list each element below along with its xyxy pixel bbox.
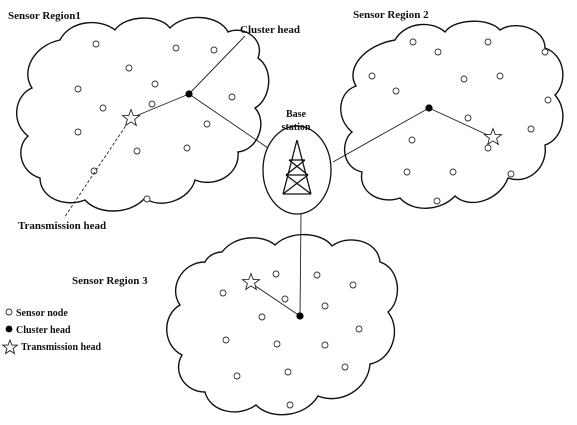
- cluster-head-callout: Cluster head: [240, 24, 300, 36]
- sensor-node: [286, 401, 294, 409]
- sensor-node: [464, 114, 472, 122]
- tower-icon: [282, 139, 312, 195]
- sensor-node: [143, 195, 151, 203]
- sensor-node: [484, 144, 492, 152]
- sensor-node: [133, 147, 141, 155]
- sensor-node: [313, 271, 321, 279]
- legend-sensor-node-icon: [5, 308, 13, 316]
- sensor-node: [219, 289, 227, 297]
- sensor-node: [321, 302, 329, 310]
- cluster-head-node: [296, 312, 304, 320]
- cluster-head-node: [425, 104, 433, 112]
- sensor-node: [349, 281, 357, 289]
- link-transmission-to-cluster: [250, 282, 301, 317]
- sensor-node: [541, 48, 549, 56]
- sensor-node: [99, 104, 107, 112]
- transmission-head-star: [241, 272, 261, 291]
- sensor-node: [403, 168, 411, 176]
- link-cluster-to-base: [299, 213, 302, 317]
- base-station-label-line1: Base: [286, 109, 307, 120]
- base-station-label-line2: station: [282, 122, 311, 133]
- region-1-cloud: [15, 16, 270, 212]
- sensor-region-3: [166, 213, 399, 416]
- link-transmission-to-cluster: [130, 93, 190, 119]
- transmission-head-callout: Transmission head: [18, 220, 106, 232]
- legend-cluster-head-icon: [5, 325, 13, 333]
- sensor-node: [527, 125, 535, 133]
- sensor-node: [409, 38, 417, 46]
- sensor-node: [408, 136, 416, 144]
- sensor-node: [74, 85, 82, 93]
- cluster-head-node: [185, 90, 193, 98]
- region-2-cloud: [340, 20, 564, 209]
- sensor-node: [92, 40, 100, 48]
- base-station-ring: [262, 125, 332, 215]
- region-2-label: Sensor Region 2: [353, 9, 429, 21]
- sensor-node: [233, 372, 241, 380]
- region-3-label: Sensor Region 3: [72, 275, 148, 287]
- sensor-node: [203, 120, 211, 128]
- sensor-node: [507, 170, 515, 178]
- sensor-node: [496, 72, 504, 80]
- sensor-node: [172, 44, 180, 52]
- legend-sensor-node-label: Sensor node: [16, 308, 68, 319]
- sensor-node: [222, 336, 230, 344]
- sensor-node: [341, 363, 349, 371]
- sensor-node: [392, 87, 400, 95]
- sensor-node: [284, 368, 292, 376]
- sensor-node: [281, 295, 289, 303]
- sensor-region-1: [15, 16, 270, 219]
- link-transmission-callout: [63, 117, 132, 219]
- sensor-node: [74, 128, 82, 136]
- sensor-node: [368, 72, 376, 80]
- sensor-node: [272, 270, 280, 278]
- sensor-node: [183, 144, 191, 152]
- sensor-node: [125, 64, 133, 72]
- sensor-node: [148, 100, 156, 108]
- sensor-node: [355, 325, 363, 333]
- sensor-region-2: [332, 20, 564, 209]
- sensor-node: [460, 75, 468, 83]
- sensor-node: [258, 313, 266, 321]
- legend-transmission-head-icon: [1, 338, 19, 355]
- link-transmission-to-cluster: [428, 107, 493, 138]
- sensor-node: [273, 340, 281, 348]
- sensor-node: [228, 93, 236, 101]
- sensor-node: [449, 168, 457, 176]
- legend-cluster-head-label: Cluster head: [16, 325, 71, 336]
- link-cluster-to-base: [188, 93, 269, 149]
- legend-transmission-head-label: Transmission head: [21, 342, 102, 353]
- link-cluster-to-base: [332, 107, 430, 163]
- base-station: Base station: [262, 109, 332, 215]
- transmission-head-star: [121, 108, 141, 127]
- sensor-node: [210, 46, 218, 54]
- region-1-label: Sensor Region1: [8, 10, 81, 22]
- sensor-node: [434, 48, 442, 56]
- legend: Sensor node Cluster head Transmission he…: [1, 308, 102, 355]
- sensor-node: [321, 341, 329, 349]
- link-cluster-to-callout: [188, 35, 246, 95]
- sensor-node: [484, 38, 492, 46]
- transmission-head-star: [483, 127, 503, 146]
- sensor-node: [544, 96, 552, 104]
- region-3-cloud: [166, 233, 399, 416]
- sensor-node: [433, 197, 441, 205]
- sensor-node: [151, 80, 159, 88]
